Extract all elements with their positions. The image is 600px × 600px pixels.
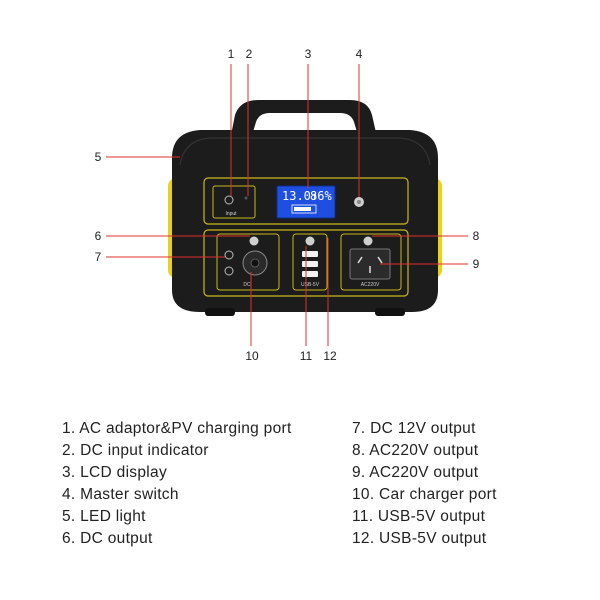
legend-item: 6. DC output [62,530,153,547]
usb-port-3[interactable] [302,271,318,277]
callout-5: 5 [95,150,102,164]
legend-item: 4. Master switch [62,486,179,503]
legend-item: 1. AC adaptor&PV charging port [62,420,292,437]
left-foot [205,308,235,316]
right-foot [375,308,405,316]
usb-port-1[interactable] [302,251,318,257]
leader-lines [106,64,468,346]
car-charger-port-inner [250,258,260,268]
dc-12v-output-1[interactable] [224,250,234,260]
callout-12: 12 [323,349,337,363]
callout-11: 11 [300,349,313,363]
dc-12v-output-2[interactable] [224,266,234,276]
lcd-battery-icon [291,204,317,214]
top-shoulder [179,137,431,166]
input-frame [212,185,256,219]
lcd-battery-fill [294,207,311,211]
dc-label: DC [243,282,251,288]
usb-frame [292,233,328,291]
lcd-left-readout: 13.0↑ [282,189,318,203]
ac-socket-pin-left [357,256,363,264]
legend-item: 9. AC220V output [352,464,479,481]
callout-8: 8 [473,229,480,243]
callout-3: 3 [305,47,312,61]
legend-item: 5. LED light [62,508,146,525]
legend-item: 2. DC input indicator [62,442,209,459]
callout-4: 4 [356,47,363,61]
callout-7: 7 [95,250,102,264]
callout-9: 9 [473,257,480,271]
callout-2: 2 [246,47,253,61]
charging-port[interactable] [224,195,234,205]
legend-item: 7. DC 12V output [352,420,476,437]
usb-output-button[interactable] [305,236,315,246]
legend-item: 11. USB-5V output [352,508,486,525]
input-label: Input [225,211,237,217]
ac-frame [340,233,402,291]
callout-1: 1 [228,47,235,61]
legend-right-column: 7. DC 12V output 8. AC220V output 9. AC2… [352,418,497,550]
ac-socket-pin-right [377,256,383,264]
ac-output-button[interactable] [363,236,373,246]
legend-item: 3. LCD display [62,464,167,481]
dc-frame [216,233,280,291]
usb-port-2[interactable] [302,261,318,267]
master-switch-center [357,200,361,204]
dc-input-indicator [244,196,248,200]
lcd-right-readout: 86% [310,189,332,203]
legend-item: 12. USB-5V output [352,530,487,547]
legend-item: 8. AC220V output [352,442,479,459]
ac-label: AC220V [361,282,380,288]
legend-left-column: 1. AC adaptor&PV charging port 2. DC inp… [62,418,292,550]
upper-panel-frame [203,177,409,225]
dc-output-button[interactable] [249,236,259,246]
lcd-display [276,185,336,219]
usb-label: USB-5V [301,282,320,288]
callout-6: 6 [95,229,102,243]
legend-item: 10. Car charger port [352,486,497,503]
callout-10: 10 [245,349,259,363]
